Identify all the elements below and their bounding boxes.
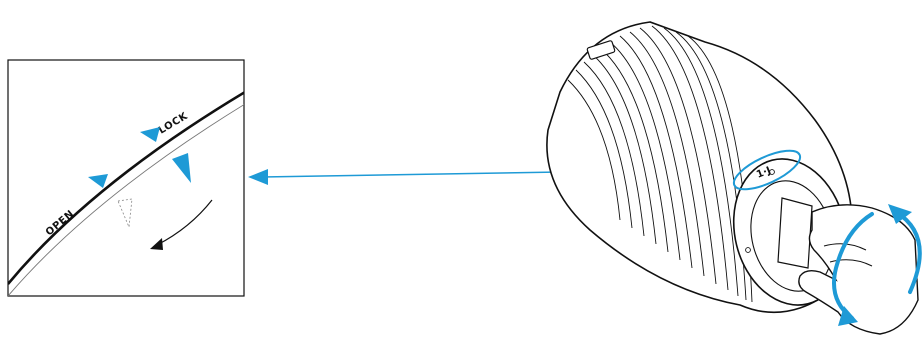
inset-frame [8, 60, 244, 296]
inset-panel: OPEN LOCK [8, 60, 245, 296]
callout-arrowhead [248, 169, 268, 185]
rear-cap-handle [778, 198, 812, 268]
